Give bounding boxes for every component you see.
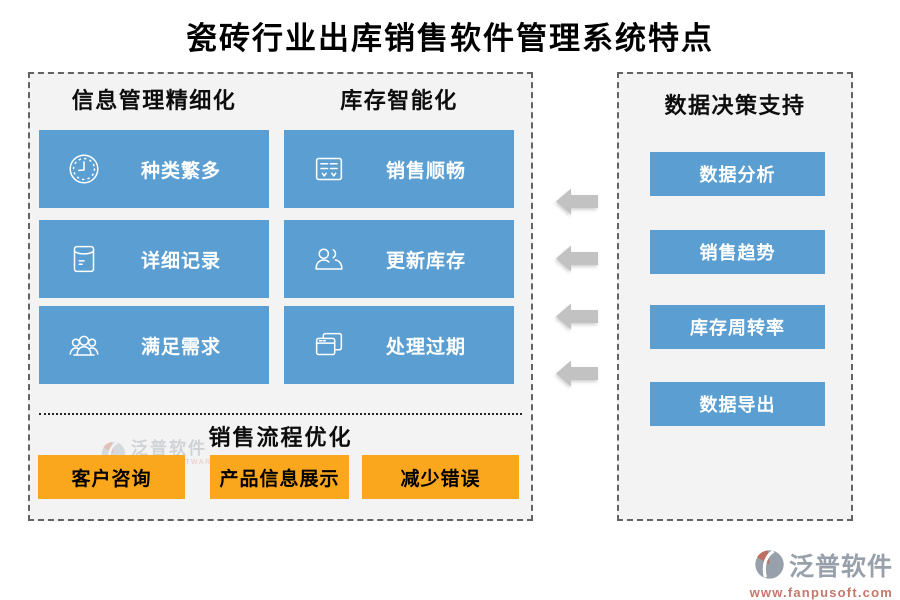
process-item-product-info: 产品信息展示 — [210, 455, 349, 499]
stacked-windows-icon — [310, 326, 348, 364]
feature-card-handle-expired: 处理过期 — [284, 306, 514, 384]
page-title: 瓷砖行业出库销售软件管理系统特点 — [186, 21, 714, 56]
clock-icon — [65, 150, 103, 188]
feature-card-variety: 种类繁多 — [39, 130, 269, 208]
footer-brand: 泛普软件 www.fanpusoft.com — [750, 548, 893, 600]
feature-card-label: 满足需求 — [140, 336, 221, 358]
brand-name: 泛普软件 — [788, 553, 893, 581]
feature-card-label: 更新库存 — [385, 250, 466, 272]
left-arrow-icon — [556, 303, 598, 330]
feature-card-meet-demand: 满足需求 — [39, 306, 269, 384]
left-arrow-icon — [556, 360, 598, 387]
feature-card-label: 处理过期 — [385, 336, 466, 358]
column-header-info-management: 信息管理精细化 — [71, 88, 237, 113]
feature-card-label: 种类繁多 — [140, 160, 221, 182]
brand-url: www.fanpusoft.com — [749, 585, 893, 600]
user-group-icon — [65, 326, 103, 364]
section-divider — [39, 413, 522, 415]
record-pouch-icon — [65, 240, 103, 278]
process-item-customer-consult: 客户咨询 — [38, 455, 185, 499]
features-panel: 信息管理精细化 库存智能化 种类繁多 详细记录 — [28, 72, 533, 521]
process-item-reduce-errors: 减少错误 — [362, 455, 519, 499]
feature-card-update-stock: 更新库存 — [284, 220, 514, 298]
feature-card-smooth-sales: 销售顺畅 — [284, 130, 514, 208]
feature-card-label: 详细记录 — [140, 250, 221, 272]
left-arrow-icon — [556, 245, 598, 272]
column-header-inventory-intelligence: 库存智能化 — [340, 88, 458, 113]
decision-item-inventory-turnover: 库存周转率 — [650, 305, 825, 349]
decision-item-data-export: 数据导出 — [650, 382, 825, 426]
data-decision-panel: 数据决策支持 数据分析 销售趋势 库存周转率 数据导出 — [617, 72, 853, 521]
two-users-icon — [310, 240, 348, 278]
section-header-sales-process: 销售流程优化 — [208, 425, 353, 450]
list-card-icon — [310, 150, 348, 188]
decision-item-data-analysis: 数据分析 — [650, 152, 825, 196]
brand-logo-icon — [753, 548, 786, 586]
feature-card-detailed-records: 详细记录 — [39, 220, 269, 298]
panel-header-data-decision: 数据决策支持 — [664, 93, 806, 118]
decision-item-sales-trend: 销售趋势 — [650, 230, 825, 274]
left-arrow-icon — [556, 188, 598, 215]
feature-card-label: 销售顺畅 — [385, 160, 466, 182]
